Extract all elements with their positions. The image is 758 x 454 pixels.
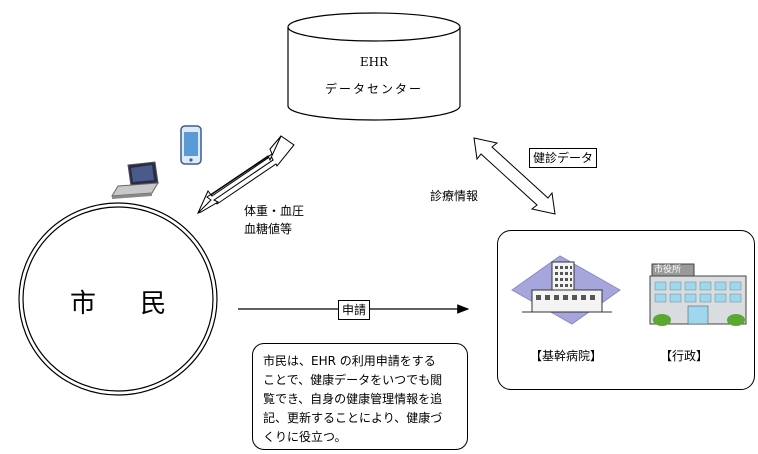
- hospital-label: 【基幹病院】: [530, 349, 603, 363]
- right-double-arrow: [473, 137, 556, 215]
- vitals-label-line1: 体重・血圧: [244, 204, 305, 218]
- note-line-3: 覧でき、自身の健康管理情報を追: [263, 392, 443, 406]
- citizen-circle: [18, 202, 218, 396]
- note-line-1: 市民は、EHR の利用申請をする: [263, 354, 436, 368]
- explanation-note: 市民は、EHR の利用申請をする ことで、健康データをいつでも閲 覧でき、自身の…: [252, 343, 468, 450]
- citizen-label: 市 民: [70, 289, 185, 319]
- note-line-4: 記、更新することにより、健康づ: [263, 411, 443, 425]
- ehr-datacenter-cylinder: [287, 12, 461, 121]
- ehr-title: EHR: [359, 55, 389, 69]
- city-hall-illustration: [649, 263, 747, 326]
- city-hall-sign: 市役所: [654, 265, 682, 275]
- smartphone-icon: [180, 125, 202, 165]
- apply-label: 申請: [338, 300, 371, 320]
- vitals-label-line2: 血糖値等: [244, 222, 293, 236]
- organizations-panel: [497, 230, 755, 390]
- left-double-arrow: [196, 135, 295, 214]
- checkup-data-label: 健診データ: [529, 148, 598, 168]
- medical-info-label: 診療情報: [430, 189, 479, 203]
- government-label: 【行政】: [660, 349, 709, 363]
- hospital-illustration: [511, 255, 621, 325]
- laptop-icon: [111, 161, 159, 199]
- note-line-2: ことで、健康データをいつでも閲: [263, 373, 443, 387]
- note-line-5: くりに役立つ。: [263, 430, 347, 444]
- ehr-subtitle: データセンター: [324, 82, 423, 96]
